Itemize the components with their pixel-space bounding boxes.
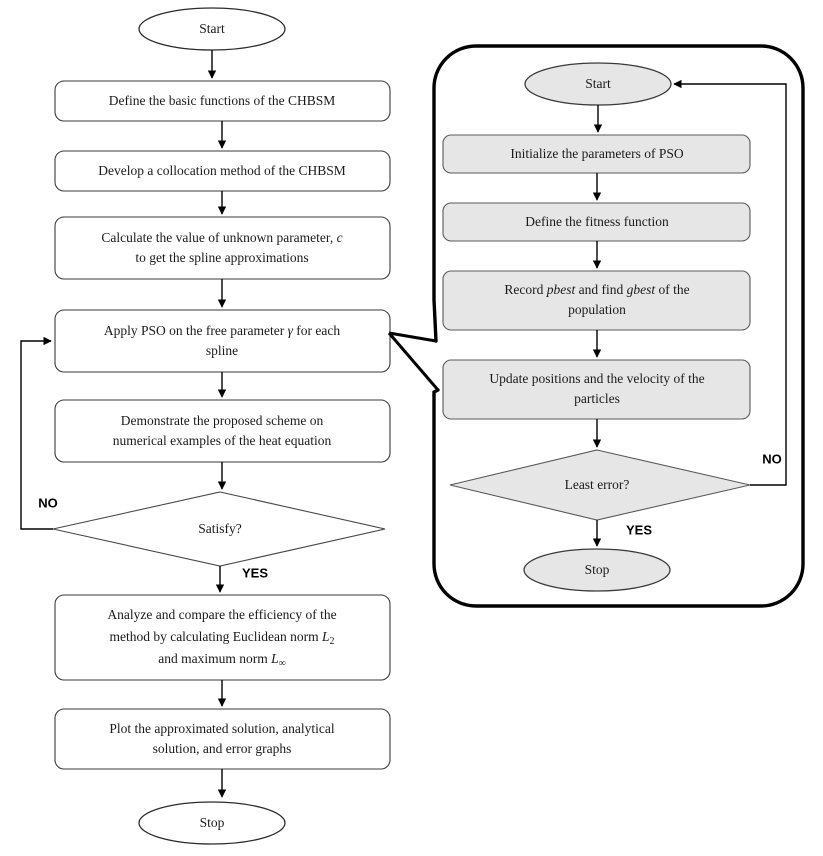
pso-start-node[interactable]: Start (524, 62, 672, 106)
main-step-6-node[interactable]: Analyze and compare the efficiency of th… (54, 594, 391, 681)
main-step-2-label: Develop a collocation method of the CHBS… (98, 163, 345, 178)
main-step-1-node[interactable]: Define the basic functions of the CHBSM (54, 80, 391, 122)
edge-decision-no-loop (20, 336, 53, 530)
main-step-5-box (54, 399, 391, 463)
main-step-6-line1: Analyze and compare the efficiency of th… (107, 607, 336, 622)
main-step-7-line2: solution, and error graphs (153, 741, 292, 756)
main-stop-ellipse (138, 801, 286, 845)
pso-step-3-line1: Record pbest and find gbest of the (504, 282, 689, 297)
pso-start-label: Start (585, 76, 611, 91)
main-step-7-line1: Plot the approximated solution, analytic… (109, 721, 335, 736)
pso-step-3-box (442, 270, 751, 331)
pso-step-4-line1: Update positions and the velocity of the (489, 371, 704, 386)
main-step-5-node[interactable]: Demonstrate the proposed scheme on numer… (54, 399, 391, 463)
pso-decision-label: Least error? (565, 477, 630, 492)
main-no-label: NO (38, 495, 58, 510)
pso-step-3-node[interactable]: Record pbest and find gbest of the popul… (442, 270, 751, 331)
main-start-label: Start (199, 21, 225, 36)
callout-wedge-connector (387, 331, 440, 391)
main-step-2-node[interactable]: Develop a collocation method of the CHBS… (54, 150, 391, 192)
main-step-4-line2: spline (206, 343, 238, 358)
main-step-1-label: Define the basic functions of the CHBSM (109, 93, 335, 108)
main-step-3-node[interactable]: Calculate the value of unknown parameter… (54, 216, 391, 280)
pso-panel-container (432, 44, 805, 608)
main-step-4-node[interactable]: Apply PSO on the free parameter γ for ea… (54, 309, 391, 373)
pso-no-label: NO (762, 451, 782, 466)
main-step-5-line1: Demonstrate the proposed scheme on (121, 413, 324, 428)
main-step-3-box (54, 216, 391, 280)
edge-pso-decision-no-loop (673, 79, 787, 486)
pso-stop-label: Stop (585, 562, 610, 577)
main-step-4-box (54, 309, 391, 373)
main-step-5-line2: numerical examples of the heat equation (113, 433, 332, 448)
pso-step-4-box (442, 359, 751, 420)
pso-step-2-label: Define the fitness function (525, 214, 669, 229)
pso-step-4-node[interactable]: Update positions and the velocity of the… (442, 359, 751, 420)
pso-step-4-line2: particles (574, 391, 620, 406)
main-stop-node[interactable]: Stop (138, 801, 286, 845)
pso-step-1-label: Initialize the parameters of PSO (510, 146, 683, 161)
main-step-3-line2: to get the spline approximations (135, 250, 308, 265)
main-step-4-line1: Apply PSO on the free parameter γ for ea… (104, 323, 340, 338)
pso-step-2-node[interactable]: Define the fitness function (442, 202, 751, 242)
main-start-node[interactable]: Start (138, 7, 286, 51)
main-step-7-box (54, 708, 391, 770)
main-decision-label: Satisfy? (198, 521, 242, 536)
main-stop-label: Stop (200, 815, 225, 830)
pso-stop-node[interactable]: Stop (523, 548, 671, 592)
main-step-7-node[interactable]: Plot the approximated solution, analytic… (54, 708, 391, 770)
main-step-6-line3: and maximum norm L∞ (158, 651, 286, 669)
pso-step-1-node[interactable]: Initialize the parameters of PSO (442, 134, 751, 174)
main-yes-label: YES (242, 565, 268, 580)
main-step-3-line1: Calculate the value of unknown parameter… (101, 230, 342, 245)
main-decision-node[interactable]: Satisfy? (52, 491, 386, 567)
pso-stop-ellipse (523, 548, 671, 592)
main-step-6-line2: method by calculating Euclidean norm L2 (109, 629, 334, 647)
pso-decision-node[interactable]: Least error? (449, 449, 751, 521)
pso-yes-label: YES (626, 522, 652, 537)
pso-step-3-line2: population (568, 302, 626, 317)
